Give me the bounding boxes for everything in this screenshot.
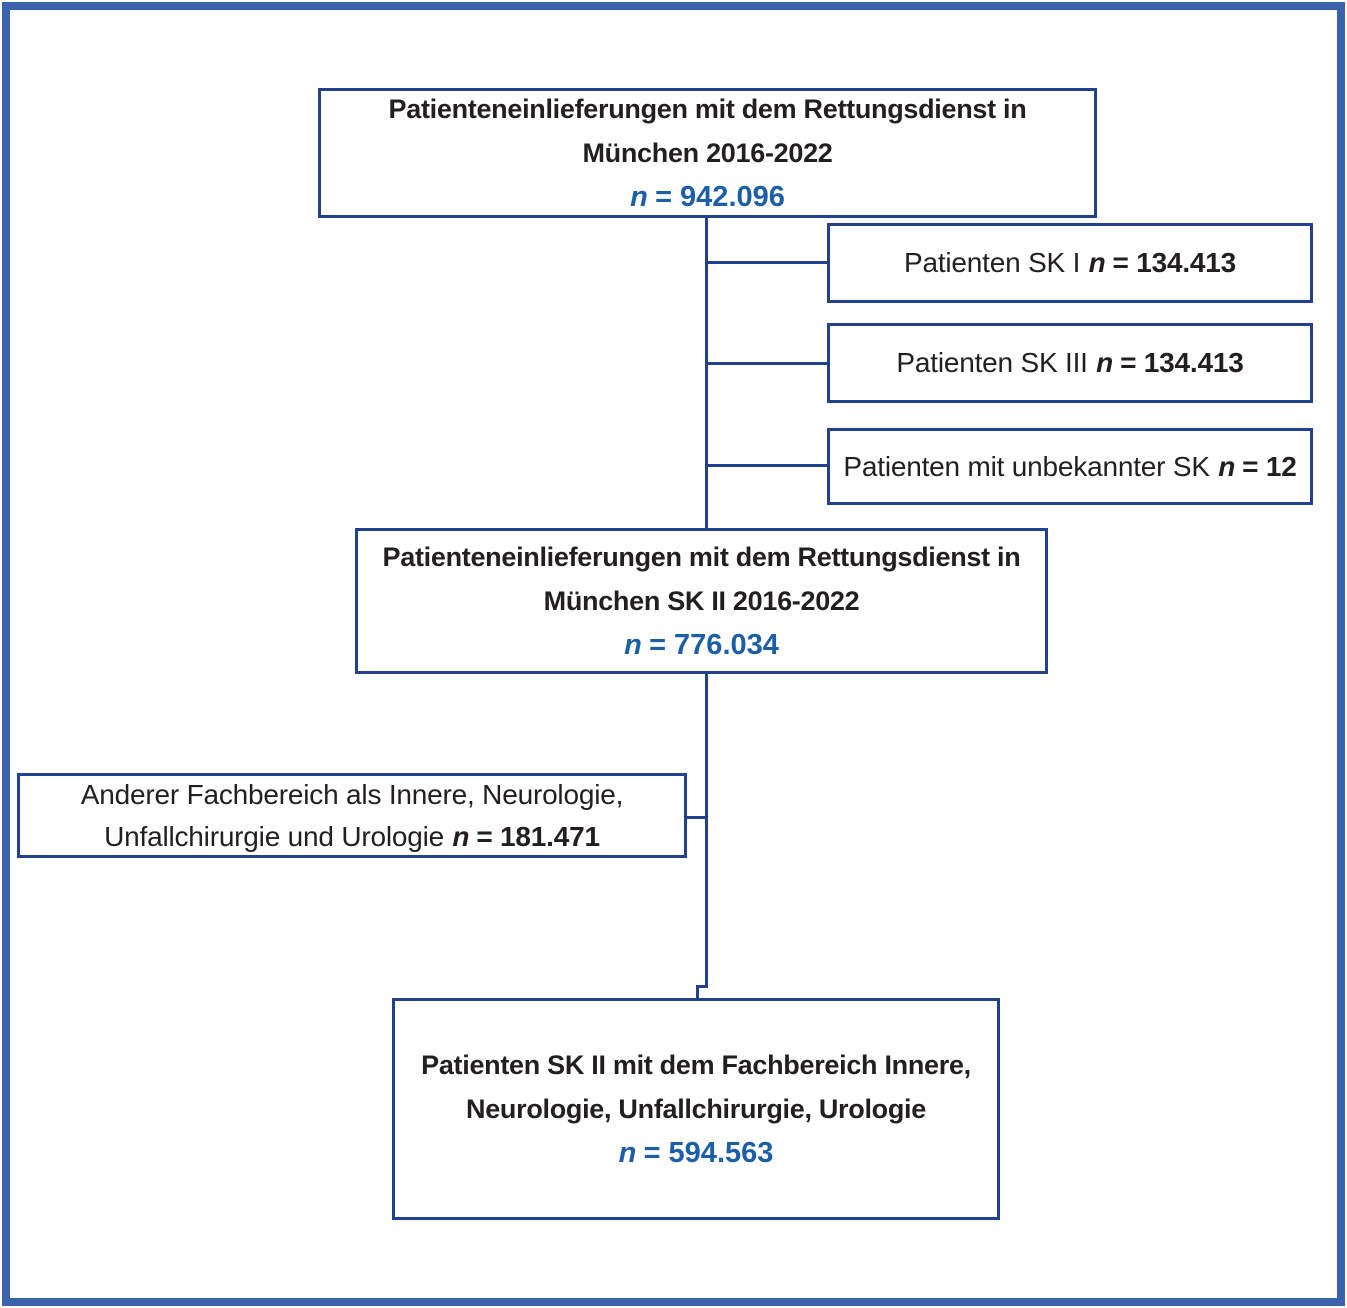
connector-branch-sk1 bbox=[706, 261, 827, 264]
n-symbol: n bbox=[1088, 247, 1106, 278]
connector-top-to-middle bbox=[705, 216, 708, 530]
n-value: = 12 bbox=[1242, 450, 1297, 482]
box-exclusion-sk3-text: Patienten SK III n= 134.413 bbox=[896, 342, 1243, 384]
box-total-admissions-line2: München 2016-2022 bbox=[582, 138, 833, 168]
box-sk2-admissions-n: n= 776.034 bbox=[624, 623, 779, 667]
box-sk2-admissions-line2: München SK II 2016-2022 bbox=[543, 586, 860, 616]
connector-jog-vertical bbox=[696, 985, 699, 1000]
exclusion-label: Patienten mit unbekannter SK bbox=[843, 450, 1210, 482]
box-sk2-admissions-line1: Patienteneinlieferungen mit dem Rettungs… bbox=[382, 542, 1021, 572]
n-symbol: n bbox=[1096, 347, 1114, 378]
box-final-cohort-line2: Neurologie, Unfallchirurgie, Urologie bbox=[466, 1094, 926, 1124]
n-value: = 594.563 bbox=[643, 1137, 774, 1169]
box-final-cohort-n: n= 594.563 bbox=[619, 1131, 774, 1175]
box-total-admissions-line1: Patienteneinlieferungen mit dem Rettungs… bbox=[388, 94, 1027, 124]
n-symbol: n bbox=[1218, 450, 1236, 482]
n-symbol: n bbox=[618, 1137, 637, 1169]
n-symbol: n bbox=[630, 181, 648, 213]
exclusion-label: Patienten SK I bbox=[903, 247, 1081, 278]
exclusion-label: Patienten SK III bbox=[896, 347, 1088, 378]
box-final-cohort-line1: Patienten SK II mit dem Fachbereich Inne… bbox=[421, 1050, 971, 1080]
n-value: = 776.034 bbox=[649, 629, 779, 661]
exclusion-label: Unfallchirurgie und Urologie bbox=[104, 820, 445, 852]
connector-jog-horizontal bbox=[696, 985, 708, 988]
n-value: = 134.413 bbox=[1112, 247, 1237, 278]
box-total-admissions: Patienteneinlieferungen mit dem Rettungs… bbox=[318, 88, 1097, 218]
connector-branch-left-exclusion bbox=[685, 816, 707, 819]
n-value: = 942.096 bbox=[655, 181, 785, 213]
connector-branch-unknown-sk bbox=[706, 464, 827, 467]
box-final-cohort: Patienten SK II mit dem Fachbereich Inne… bbox=[392, 998, 1000, 1220]
connector-middle-to-bottom bbox=[705, 672, 708, 988]
box-exclusion-other-specialty: Anderer Fachbereich als Innere, Neurolog… bbox=[17, 773, 687, 858]
box-total-admissions-n: n= 942.096 bbox=[630, 175, 785, 219]
box-sk2-admissions: Patienteneinlieferungen mit dem Rettungs… bbox=[355, 528, 1048, 674]
n-symbol: n bbox=[452, 820, 470, 852]
box-exclusion-other-specialty-line1: Anderer Fachbereich als Innere, Neurolog… bbox=[80, 778, 624, 810]
n-value: = 134.413 bbox=[1120, 347, 1244, 378]
n-value: = 181.471 bbox=[476, 820, 600, 852]
n-symbol: n bbox=[624, 629, 642, 661]
connector-branch-sk3 bbox=[706, 362, 827, 365]
box-exclusion-sk3: Patienten SK III n= 134.413 bbox=[827, 323, 1313, 403]
